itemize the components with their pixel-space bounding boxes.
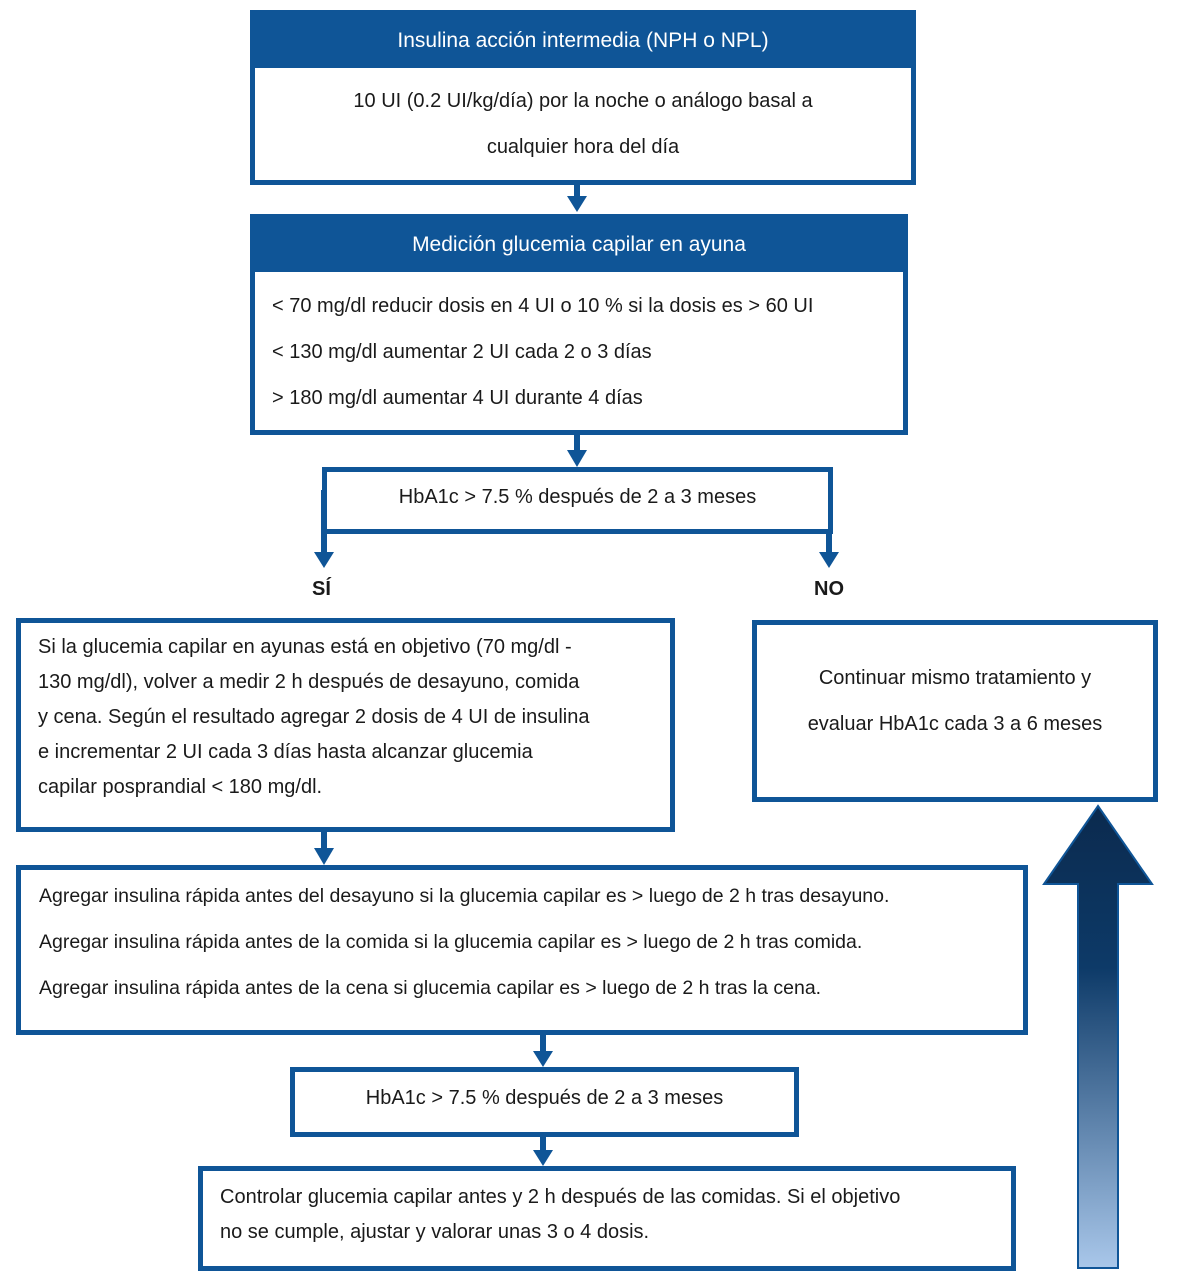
arrow-yes-to-rapid bbox=[314, 831, 334, 865]
box-fasting-glucose-body: < 70 mg/dl reducir dosis en 4 UI o 10 % … bbox=[272, 283, 902, 421]
final-line: Controlar glucemia capilar antes y 2 h d… bbox=[220, 1186, 901, 1208]
box-yes-branch-body: Si la glucemia capilar en ayunas está en… bbox=[38, 630, 650, 805]
no-line: Continuar mismo tratamiento y bbox=[818, 667, 1092, 689]
yes-line: Si la glucemia capilar en ayunas está en… bbox=[38, 636, 572, 658]
rapid-line: Agregar insulina rápida antes de la cena… bbox=[39, 977, 822, 999]
box-final-control-body: Controlar glucemia capilar antes y 2 h d… bbox=[220, 1180, 1010, 1250]
decision-hba1c-2 bbox=[290, 1067, 799, 1137]
branch-yes-label: SÍ bbox=[312, 578, 331, 600]
yes-line: 130 mg/dl), volver a medir 2 h después d… bbox=[38, 671, 580, 693]
box-final-control bbox=[198, 1166, 1016, 1271]
arrow-decision2-to-final bbox=[533, 1136, 553, 1166]
box2-line: > 180 mg/dl aumentar 4 UI durante 4 días bbox=[272, 387, 643, 409]
box2-line: < 130 mg/dl aumentar 2 UI cada 2 o 3 día… bbox=[272, 341, 652, 363]
box-rapid-insulin-body: Agregar insulina rápida antes del desayu… bbox=[39, 873, 1024, 1011]
box-rapid-insulin bbox=[16, 865, 1028, 1035]
box2-line: < 70 mg/dl reducir dosis en 4 UI o 10 % … bbox=[272, 295, 814, 317]
decision-hba1c-1-text: HbA1c > 7.5 % después de 2 a 3 meses bbox=[322, 475, 833, 519]
rapid-line: Agregar insulina rápida antes del desayu… bbox=[39, 885, 890, 907]
box-yes-branch bbox=[16, 618, 675, 832]
final-line: no se cumple, ajustar y valorar unas 3 o… bbox=[220, 1221, 650, 1243]
decision-hba1c-2-text: HbA1c > 7.5 % después de 2 a 3 meses bbox=[290, 1076, 799, 1120]
rapid-line: Agregar insulina rápida antes de la comi… bbox=[39, 931, 863, 953]
box-fasting-glucose-header: Medición glucemia capilar en ayuna bbox=[250, 214, 908, 272]
box1-line: cualquier hora del día bbox=[486, 136, 680, 158]
big-up-arrow bbox=[1042, 804, 1154, 1269]
box1-line: 10 UI (0.2 UI/kg/día) por la noche o aná… bbox=[353, 90, 813, 112]
box-insulin-intermediate-header: Insulina acción intermedia (NPH o NPL) bbox=[250, 10, 916, 68]
box-no-branch bbox=[752, 620, 1158, 802]
branch-no-label: NO bbox=[814, 578, 844, 600]
decision2-label: HbA1c > 7.5 % después de 2 a 3 meses bbox=[365, 1087, 724, 1109]
arrow-box2-to-decision1 bbox=[567, 434, 587, 467]
box-no-branch-body: Continuar mismo tratamiento y evaluar Hb… bbox=[756, 655, 1154, 747]
box-fasting-glucose-title: Medición glucemia capilar en ayuna bbox=[412, 233, 746, 256]
box-insulin-intermediate-body: 10 UI (0.2 UI/kg/día) por la noche o aná… bbox=[258, 78, 908, 170]
decision-hba1c-1 bbox=[322, 467, 833, 534]
box-insulin-intermediate-title: Insulina acción intermedia (NPH o NPL) bbox=[397, 29, 769, 52]
no-line: evaluar HbA1c cada 3 a 6 meses bbox=[807, 713, 1103, 735]
yes-line: e incrementar 2 UI cada 3 días hasta alc… bbox=[38, 741, 533, 763]
arrow-rapid-to-decision2 bbox=[533, 1034, 553, 1067]
decision1-label: HbA1c > 7.5 % después de 2 a 3 meses bbox=[398, 486, 757, 508]
yes-line: y cena. Según el resultado agregar 2 dos… bbox=[38, 706, 590, 728]
arrow-box1-to-box2 bbox=[567, 184, 587, 212]
yes-line: capilar posprandial < 180 mg/dl. bbox=[38, 776, 323, 798]
